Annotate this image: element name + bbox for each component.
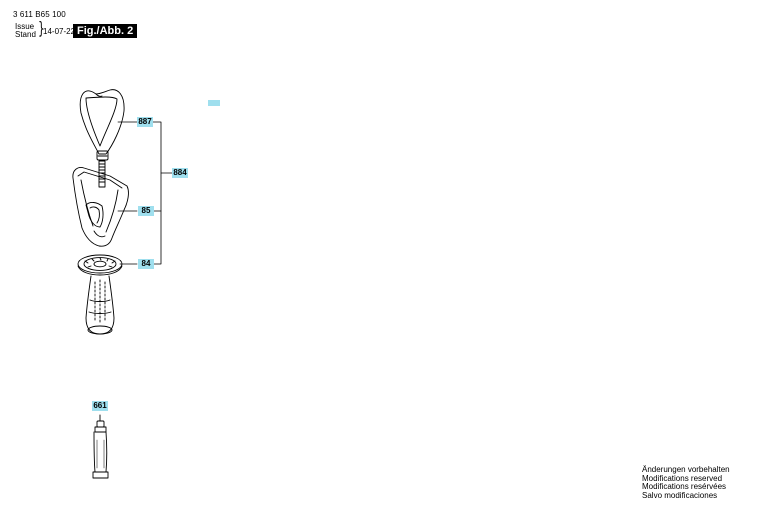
bracket-884 <box>152 121 162 265</box>
part-label-85: 85 <box>138 206 154 216</box>
stand-label: Stand <box>15 30 36 39</box>
marker-square <box>208 100 220 106</box>
part-label-84: 84 <box>138 259 154 269</box>
document-number: 3 611 B65 100 <box>13 10 66 19</box>
part-label-661: 661 <box>92 401 108 411</box>
clamp-housing-85 <box>72 167 129 247</box>
part-label-884: 884 <box>172 168 188 178</box>
flange-disc-84 <box>77 254 123 276</box>
part-label-887: 887 <box>137 117 153 127</box>
note-french: Modifications resérvées <box>642 482 727 492</box>
note-german: Änderungen vorbehalten <box>642 465 730 474</box>
grease-tube-661 <box>92 414 109 479</box>
grip-handle <box>85 275 115 335</box>
issue-date: 14-07-22 <box>43 27 76 36</box>
note-spanish: Salvo modificaciones <box>642 490 718 500</box>
issue-label: Issue <box>15 22 35 31</box>
figure-label: Fig./Abb. 2 <box>73 24 138 38</box>
modification-notes: Änderungen vorbehalten Modifications res… <box>642 465 730 500</box>
note-english: Modifications reserved <box>642 473 723 483</box>
leader-lines <box>117 121 173 265</box>
issue-stand-label: Issue Stand <box>15 23 36 39</box>
brace-glyph: } <box>38 19 45 39</box>
